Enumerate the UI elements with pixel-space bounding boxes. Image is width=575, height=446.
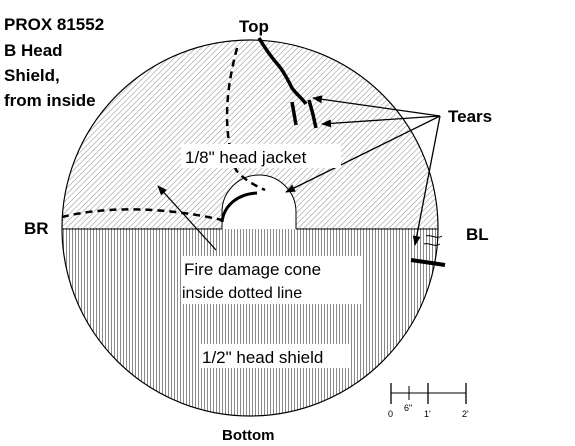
label-bottom: Bottom	[222, 427, 275, 441]
tear-mid-2	[307, 99, 318, 129]
scale-tick-6in: 6"	[404, 403, 412, 413]
tear-right-scribble	[423, 235, 443, 246]
label-head-shield: 1/2" head shield	[202, 348, 323, 367]
fire-label-bg	[181, 256, 363, 304]
scale-bar: 0 6" 1' 2'	[388, 383, 469, 419]
fire-cone-line-left	[61, 208, 223, 222]
fire-damage-arrow	[157, 185, 217, 251]
diagram-title-line-1: PROX 81552	[4, 15, 104, 34]
scale-tick-1ft: 1'	[424, 409, 431, 419]
manway-bump	[222, 175, 296, 229]
jacket-label-bg	[181, 144, 341, 168]
scale-tick-0: 0	[388, 409, 393, 419]
tears-arrow-3	[285, 115, 441, 193]
label-fire-damage-1: Fire damage cone	[184, 260, 321, 279]
diagram-title-line-2: B Head	[4, 41, 63, 60]
label-bl: BL	[466, 225, 489, 244]
label-br: BR	[24, 219, 49, 238]
shield-label-bg	[199, 344, 349, 368]
shield-outline	[61, 39, 439, 417]
label-fire-damage-2: inside dotted line	[182, 285, 302, 302]
weld-damage	[220, 191, 258, 223]
tear-right	[410, 258, 446, 267]
tears-arrow-1	[312, 95, 441, 117]
tear-mid-1	[290, 101, 298, 126]
label-tears: Tears	[448, 107, 492, 126]
diagram-title-line-3: Shield,	[4, 66, 60, 85]
diagram-title-line-4: from inside	[4, 91, 96, 110]
label-top: Top	[239, 17, 269, 36]
tears-arrow-2	[321, 115, 441, 128]
label-head-jacket: 1/8" head jacket	[185, 148, 307, 167]
tears-arrow-4	[412, 115, 441, 246]
scale-tick-2ft: 2'	[462, 409, 469, 419]
tear-top	[257, 37, 308, 106]
